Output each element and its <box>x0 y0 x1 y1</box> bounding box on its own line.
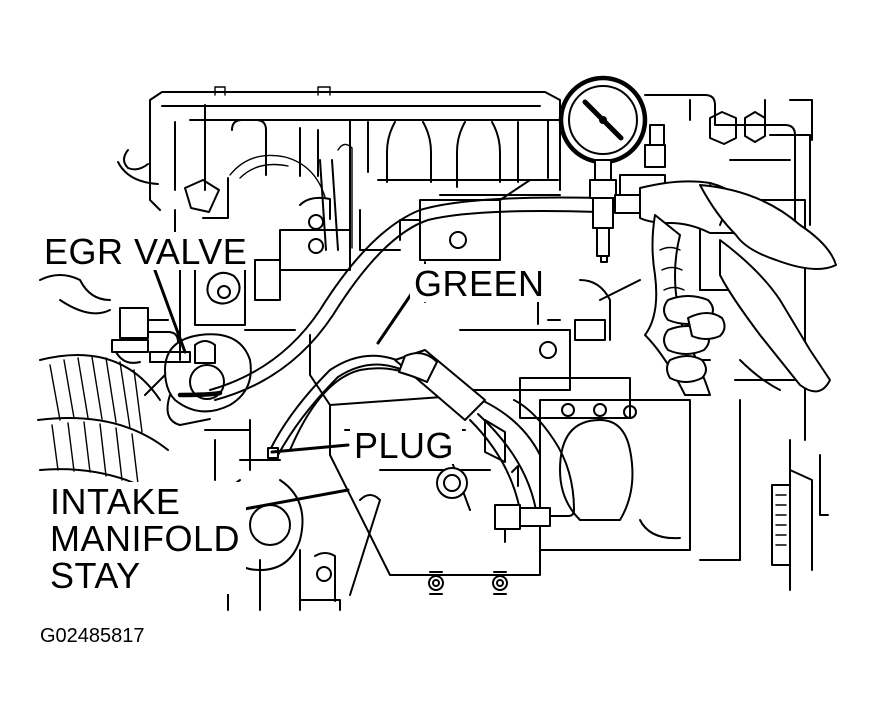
green-label: GREEN <box>414 263 545 304</box>
leader-plug <box>270 443 350 454</box>
plug-label: PLUG <box>354 425 454 466</box>
egr-valve-label-bg <box>40 232 248 270</box>
hand <box>663 184 837 393</box>
plug-label-bg <box>350 426 462 464</box>
intake-manifold-stay-label-bg <box>46 482 246 594</box>
egr-valve-label: EGR VALVE <box>44 231 247 272</box>
figure-id: G02485817 <box>40 625 145 647</box>
callouts: EGR VALVE GREEN PLUG INTAKE MANIFOLD STA… <box>40 231 550 596</box>
green-label-bg <box>410 264 550 302</box>
leader-egr-valve <box>151 263 187 354</box>
intake-manifold-stay-label-line1: INTAKE <box>50 481 180 522</box>
leader-green <box>376 291 414 345</box>
intake-manifold-stay-label-line3: STAY <box>50 555 141 596</box>
engine-line-art <box>37 75 837 611</box>
leader-intake-manifold-stay <box>226 488 350 514</box>
intake-manifold-stay-label-line2: MANIFOLD <box>50 518 240 559</box>
leader-lines <box>151 263 414 514</box>
